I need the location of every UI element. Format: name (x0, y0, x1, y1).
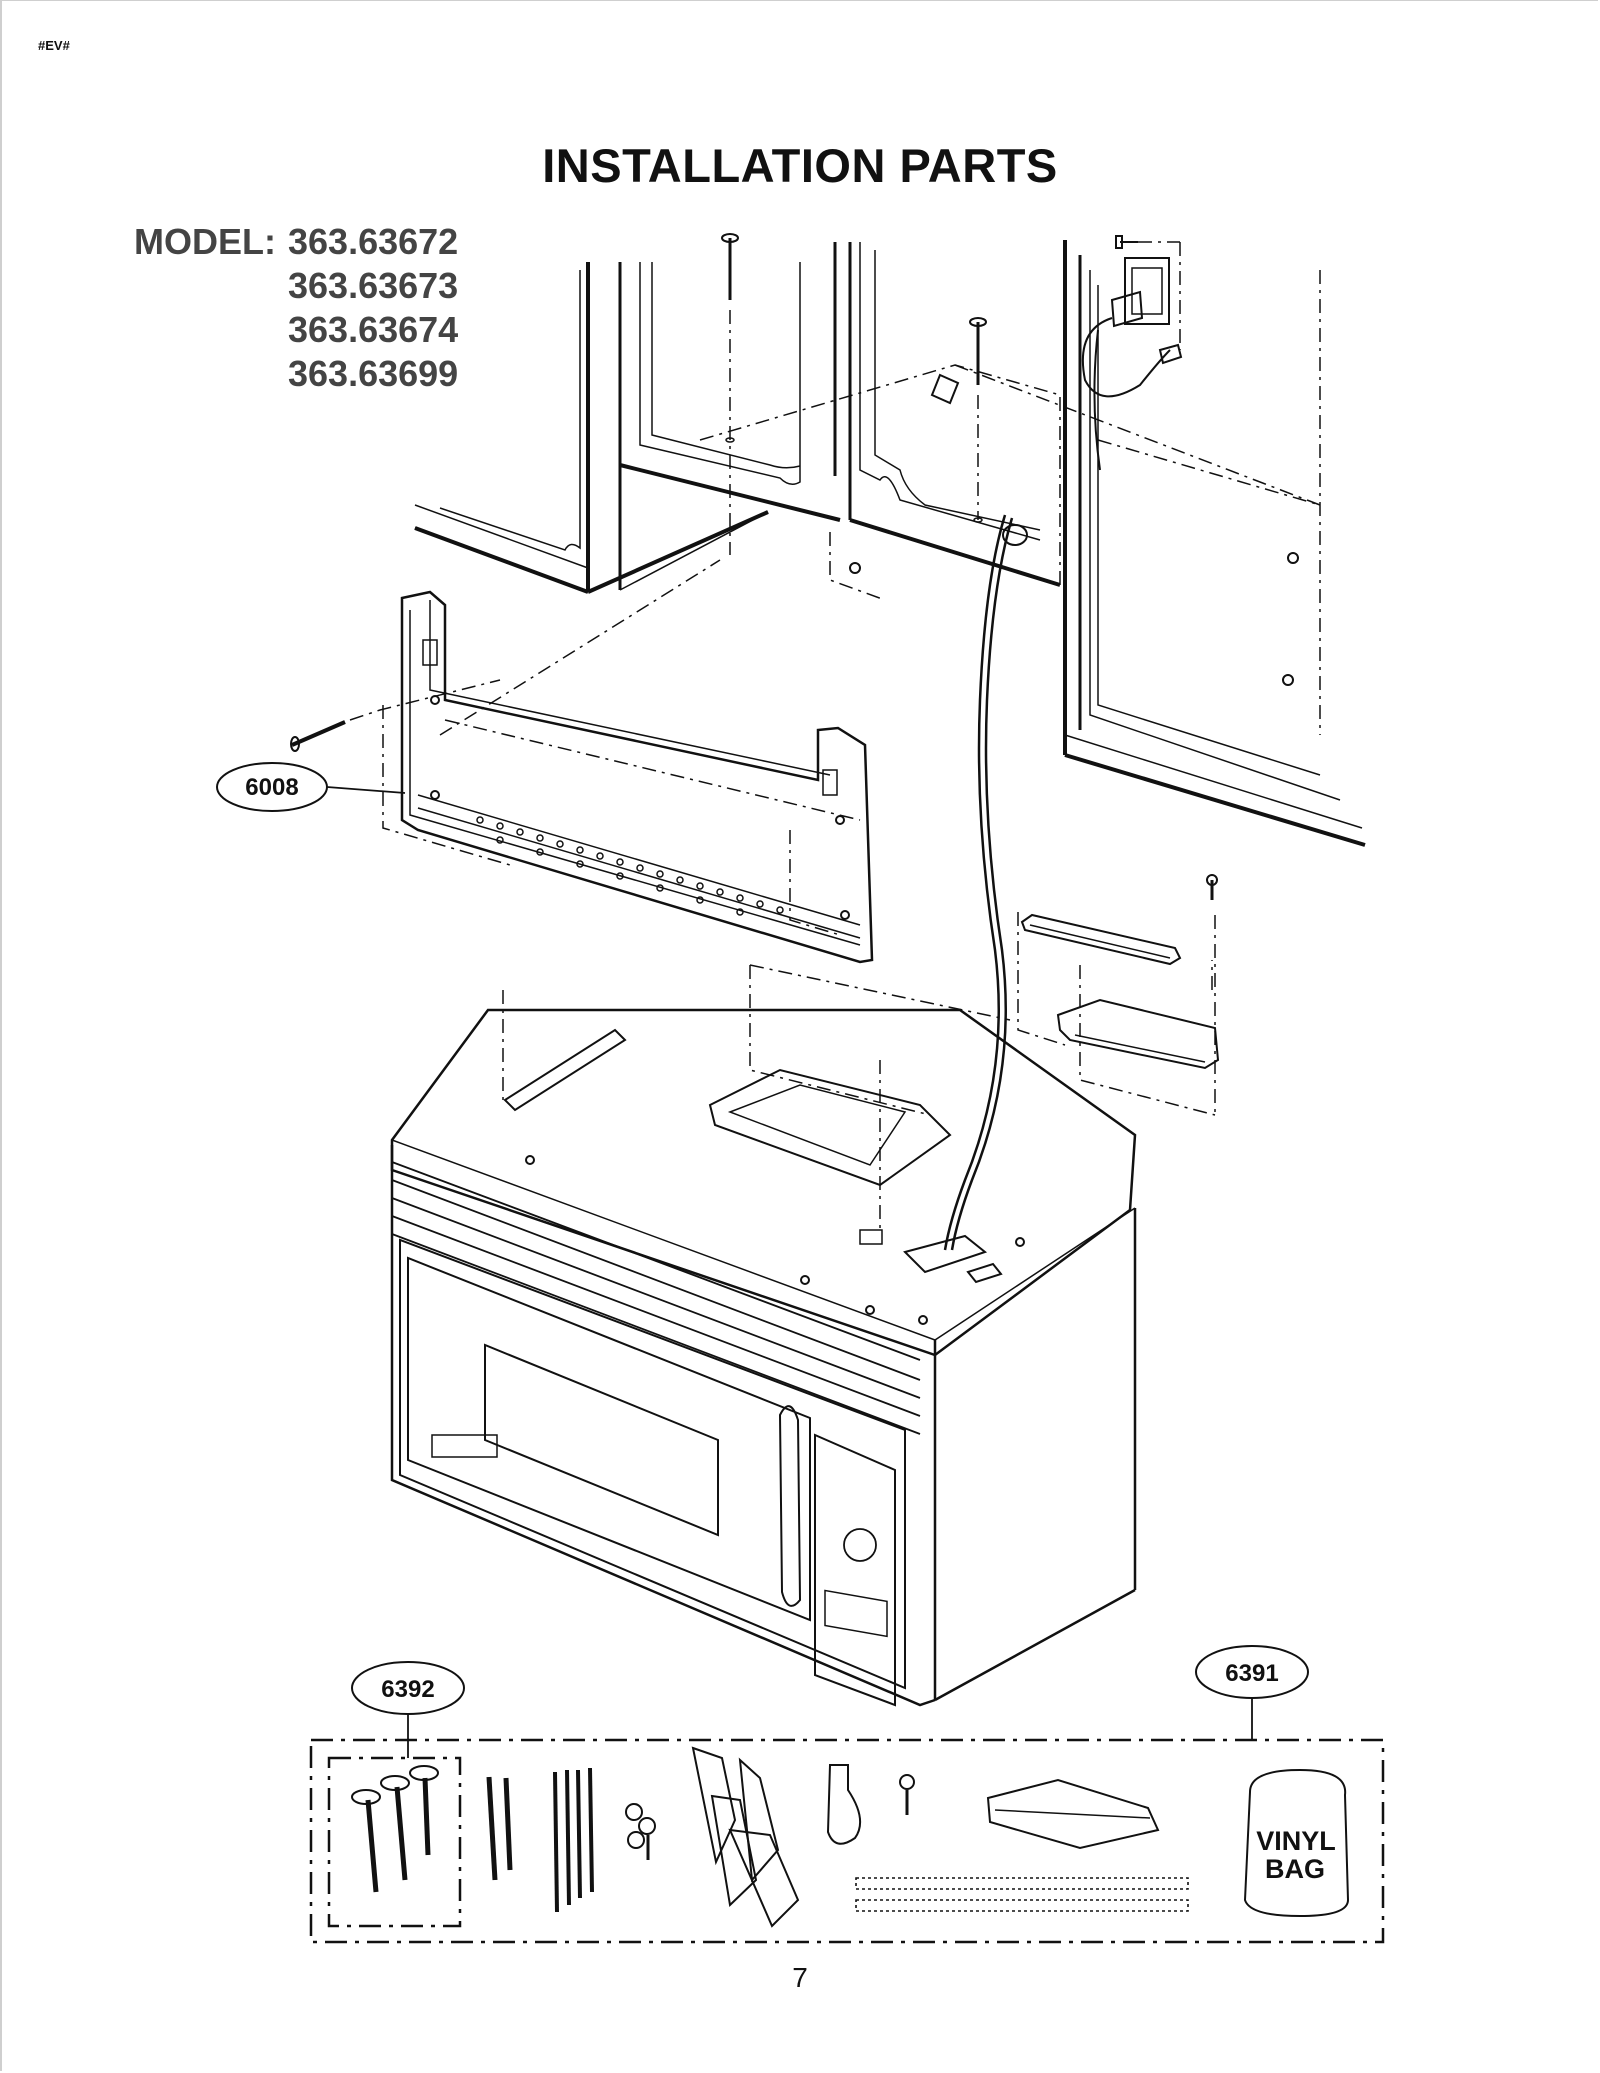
vinyl-bag-illustration: VINYL BAG (1243, 1768, 1350, 1918)
mounting-plate-illustration (400, 590, 874, 964)
upper-cabinets-illustration (414, 233, 1366, 847)
vent-adapter-illustration (986, 1778, 1160, 1850)
callout-6391-label: 6391 (1225, 1660, 1278, 1687)
model-row: 363.63674 (134, 308, 458, 352)
plate-slot-holes (476, 816, 784, 916)
wood-screws-illustration (351, 1765, 439, 1893)
parts-kit-box (309, 1738, 1385, 1944)
callout-6391: 6391 (1195, 1645, 1309, 1740)
callout-6392: 6392 (351, 1661, 465, 1758)
microwave-illustration (390, 1008, 1137, 1707)
power-cord (943, 514, 1007, 1251)
damper-dash-line (1017, 912, 1066, 1046)
plate-dash-line (444, 719, 861, 821)
toggle-bolts-illustration (486, 1767, 656, 1913)
model-number: 363.63673 (288, 265, 459, 306)
model-row: 363.63673 (134, 264, 458, 308)
callout-6008-label: 6008 (245, 774, 298, 801)
callout-6392-label: 6392 (381, 1676, 434, 1703)
page-tag: #EV# (38, 38, 70, 53)
microwave-dash-line (749, 965, 931, 1116)
vinyl-bag-label-line2: BAG (1265, 1854, 1325, 1884)
power-cord (950, 517, 1014, 1251)
wing-anchors-illustration (691, 1746, 800, 1928)
microwave-dash-line (749, 964, 1011, 1021)
model-label: MODEL: (134, 221, 276, 262)
model-row: 363.63699 (134, 352, 458, 396)
plate-dash-line (382, 705, 511, 866)
foam-strips-illustration (855, 1877, 1189, 1912)
page-number: 7 (792, 1962, 808, 1993)
callout-6008: 6008 (216, 762, 406, 812)
model-row: MODEL: 363.63672 (134, 220, 458, 264)
plate-dash-line (789, 830, 841, 936)
vinyl-bag-label-line1: VINYL (1256, 1826, 1336, 1856)
plate-dash-line (439, 559, 721, 736)
model-number: 363.63674 (288, 309, 459, 350)
page-title: INSTALLATION PARTS (542, 139, 1058, 192)
model-list: MODEL: 363.63672 363.63673 363.63674 363.… (134, 220, 458, 396)
mounting-screw-left (290, 720, 346, 752)
model-number: 363.63672 (288, 221, 459, 262)
damper-dash-line (1079, 965, 1216, 1116)
cord-clamp-illustration (826, 1764, 915, 1845)
exhaust-damper-illustration (1020, 874, 1220, 1070)
model-number: 363.63699 (288, 353, 459, 394)
plate-dash-line (349, 679, 501, 721)
